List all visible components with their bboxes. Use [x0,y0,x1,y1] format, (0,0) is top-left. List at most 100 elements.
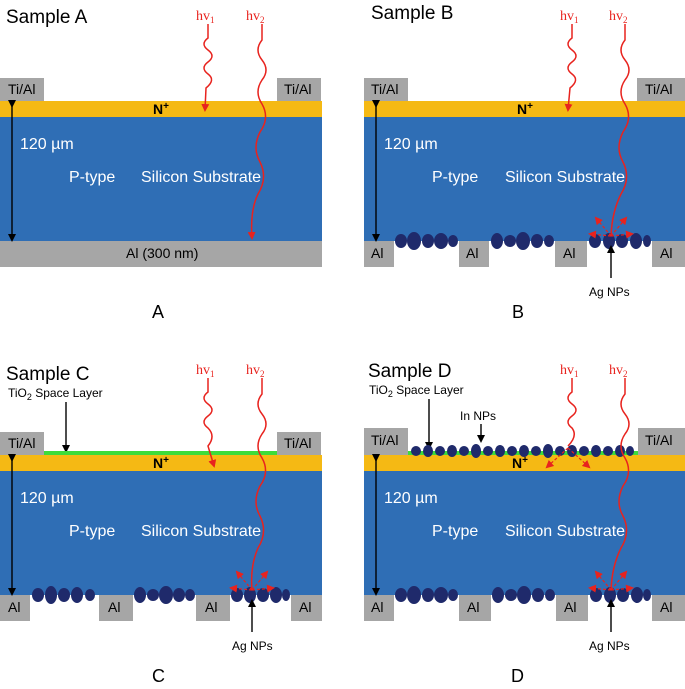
contact-label-left: Ti/Al [371,432,398,448]
top-contact-left [364,78,408,101]
back-contact-segment [555,241,587,267]
contact-label-left: Ti/Al [8,81,35,97]
in-np-label: In NPs [460,409,496,423]
photon-1-ray [201,24,213,112]
photon-2-ray [250,378,267,591]
ag-np-label: Ag NPs [232,639,273,653]
n-plus-layer [364,455,685,471]
p-type-substrate [364,117,685,241]
in-nanoparticles [411,444,634,458]
back-contact-segment [364,241,394,267]
top-contact-right [637,78,685,101]
panel-title: Sample C [6,364,89,385]
panel-title: Sample D [368,361,451,382]
ag-nanoparticles [395,232,651,250]
ag-np-label: Ag NPs [589,285,630,299]
ag-np-label: Ag NPs [589,639,630,653]
thickness-label: 120 µm [20,136,74,153]
photon-1-ray [564,24,577,112]
spacer-layer-label: TiO2 Space Layer [369,383,464,399]
photon-1-label: hv1 [196,363,215,379]
back-contact-segment [0,595,30,621]
back-contact-segment [99,595,133,621]
photon-2-label: hv2 [609,9,628,25]
p-type-substrate [0,471,322,595]
back-contact-segment [652,241,685,267]
photon-2-label: hv2 [609,363,628,379]
ag-nanoparticles [395,586,651,604]
back-contact-segment [556,595,588,621]
photon-2-label: hv2 [246,9,265,25]
back-contact-label: Al [563,245,575,261]
tio2-space-layer [44,451,277,455]
n-plus-label: N+ [512,455,528,471]
contact-label-right: Ti/Al [645,432,672,448]
back-contact-label: Al [371,599,383,615]
back-contact-label: Al (300 nm) [126,245,198,261]
back-contact-segment [364,595,394,621]
top-contact-left [0,78,44,101]
panel-a: Sample A Ti/Al Ti/Al N+ 120 µm P-type Si… [0,7,322,322]
back-contact-label: Al [371,245,383,261]
top-contact-right [638,428,685,455]
contact-label-left: Ti/Al [371,81,398,97]
photon-1-label: hv1 [560,9,579,25]
back-contact-label: Al [467,599,479,615]
contact-label-right: Ti/Al [284,81,311,97]
n-plus-layer [0,101,322,117]
top-contact-right [277,78,321,101]
contact-label-right: Ti/Al [645,81,672,97]
thickness-label: 120 µm [384,490,438,507]
ag-nanoparticles [32,586,290,604]
panel-title: Sample A [6,7,88,28]
back-contact-label: Al [299,599,311,615]
panel-b: Sample B Al Al Al Al 120 µm P-type Silic… [364,3,685,322]
panel-c: Sample C TiO2 Space Layer Ti/Al Ti/Al N+… [0,363,322,686]
spacer-layer-label: TiO2 Space Layer [8,386,103,402]
back-contact-label: Al [660,245,672,261]
photon-2-ray [610,378,630,591]
back-contact-label: Al [660,599,672,615]
n-plus-layer [0,455,322,471]
panel-title: Sample B [371,3,453,24]
scattered-light [588,570,634,593]
p-type-substrate [364,471,685,595]
substrate-type-label: P-type [432,523,478,540]
back-contact-segment [291,595,322,621]
back-contact-segment [459,595,491,621]
back-contact-segment [196,595,230,621]
n-plus-label: N+ [517,101,533,117]
contact-label-left: Ti/Al [8,435,35,451]
p-type-substrate [0,117,322,241]
scattered-light [229,570,275,593]
substrate-name-label: Silicon Substrate [141,523,261,540]
back-contact-label: Al [205,599,217,615]
top-contact-right [277,432,321,455]
aluminium-back-contact [0,241,322,267]
panel-d: Sample D TiO2 Space Layer In NPs Ti/Al T… [364,361,685,686]
substrate-type-label: P-type [69,523,115,540]
panel-caption: C [152,666,165,686]
photon-2-label: hv2 [246,363,265,379]
photon-1-ray [567,378,577,447]
top-contact-left [364,428,408,455]
photon-1-ray [203,378,217,468]
photon-2-ray [610,24,630,237]
scattered-light [588,216,634,239]
n-plus-label: N+ [153,455,169,471]
panel-caption: A [152,302,164,322]
substrate-type-label: P-type [69,169,115,186]
panel-caption: B [512,302,524,322]
thickness-label: 120 µm [20,490,74,507]
substrate-name-label: Silicon Substrate [505,169,625,186]
n-plus-label: N+ [153,101,169,117]
back-contact-label: Al [8,599,20,615]
photon-1-label: hv1 [196,9,215,25]
n-plus-layer [364,101,685,117]
back-contact-segment [459,241,489,267]
substrate-name-label: Silicon Substrate [505,523,625,540]
substrate-type-label: P-type [432,169,478,186]
back-contact-segment [652,595,685,621]
back-contact-label: Al [564,599,576,615]
